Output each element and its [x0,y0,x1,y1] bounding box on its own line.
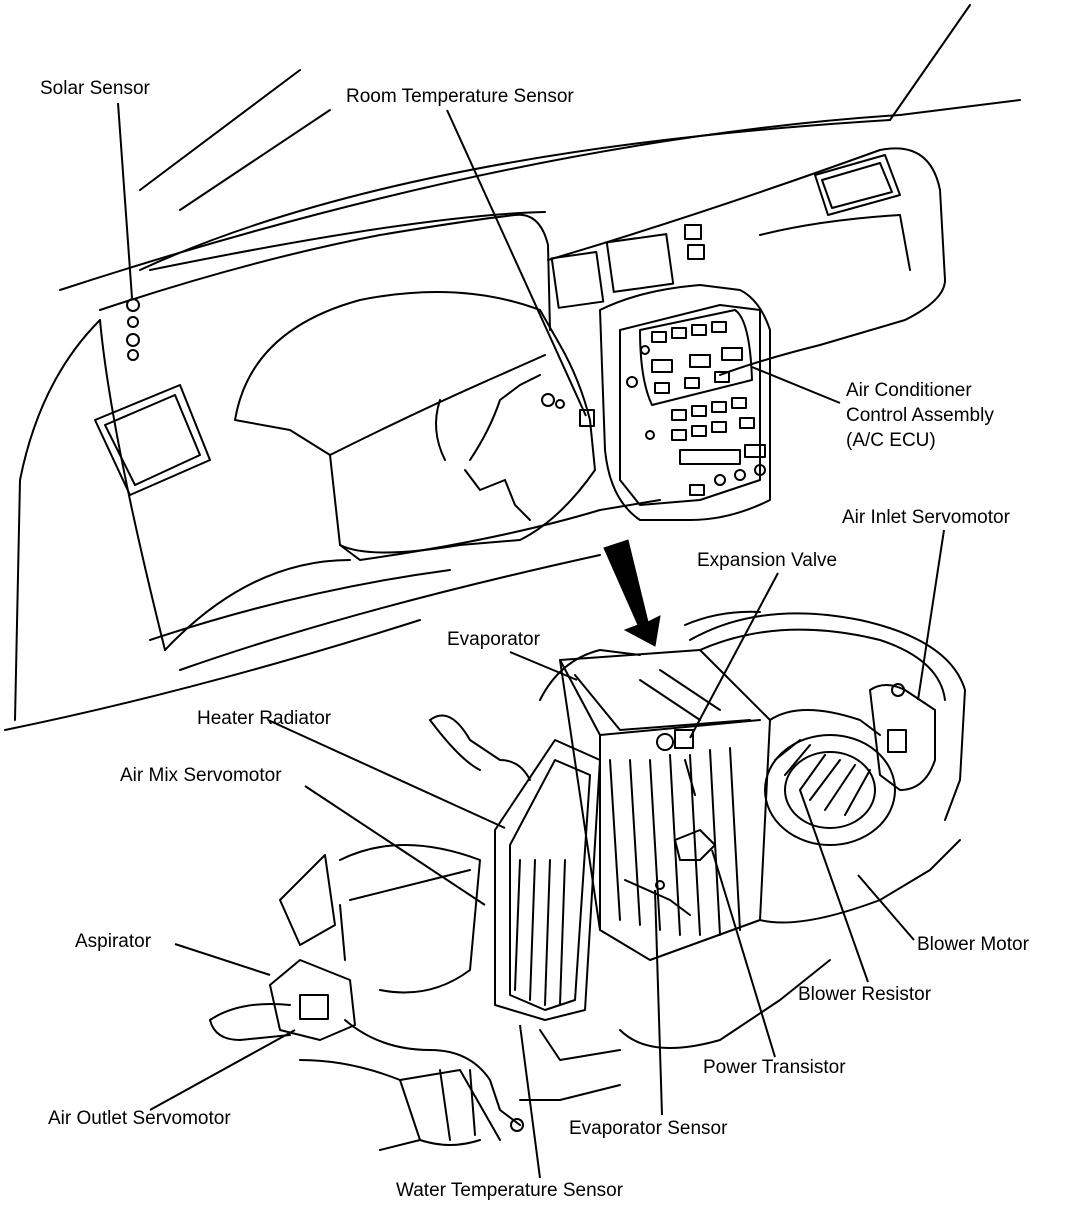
label-expansion-valve: Expansion Valve [697,550,838,571]
leader-evaporator-sensor [654,889,663,1116]
label-ac-control-line3: (A/C ECU) [846,430,936,451]
leader-air-inlet-servomotor [917,529,945,701]
label-water-temperature-sensor: Water Temperature Sensor [396,1180,624,1201]
leader-blower-motor [857,874,915,941]
hvac-unit-illustration [209,610,966,1151]
leader-expansion-valve [689,572,779,739]
leader-aspirator [174,943,271,976]
label-evaporator: Evaporator [447,629,540,650]
label-air-mix-servomotor: Air Mix Servomotor [120,765,282,786]
label-evaporator-sensor: Evaporator Sensor [569,1118,728,1139]
label-blower-resistor: Blower Resistor [798,984,932,1005]
leader-ac-control-assembly [751,366,841,404]
label-ac-control-line1: Air Conditioner [846,380,972,401]
dashboard-illustration [4,4,1021,731]
label-aspirator: Aspirator [75,931,152,952]
label-solar-sensor: Solar Sensor [40,78,150,99]
label-room-temperature-sensor: Room Temperature Sensor [346,86,574,107]
label-ac-control-line2: Control Assembly [846,405,994,426]
label-air-outlet-servomotor: Air Outlet Servomotor [48,1108,231,1129]
leader-heater-radiator [267,719,506,829]
leader-water-temperature-sensor [519,1024,541,1179]
label-power-transistor: Power Transistor [703,1057,846,1078]
label-heater-radiator: Heater Radiator [197,708,332,729]
direction-arrow-icon [603,539,661,647]
leader-air-mix-servomotor [304,785,486,906]
leader-lines [117,102,945,1179]
leader-power-transistor [711,849,776,1058]
leader-blower-resistor [799,789,869,983]
leader-solar-sensor [117,102,133,299]
leader-evaporator [509,651,578,681]
leader-room-temperature-sensor [446,109,587,417]
label-blower-motor: Blower Motor [917,934,1029,955]
label-air-inlet-servomotor: Air Inlet Servomotor [842,507,1010,528]
leader-air-outlet-servomotor [149,1029,296,1111]
